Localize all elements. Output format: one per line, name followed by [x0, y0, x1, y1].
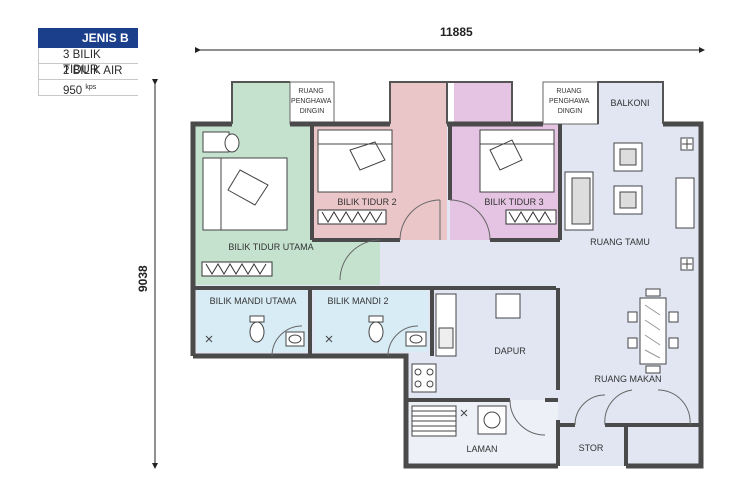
wardrobe-icon	[317, 209, 387, 225]
plant-icon	[680, 257, 694, 271]
ac-ledge-2-line-1: RUANG	[556, 88, 581, 95]
dining-table-icon	[627, 288, 679, 374]
unit-type-title: JENIS B	[38, 28, 138, 48]
armchair-icon	[613, 142, 643, 172]
washing-machine-icon	[477, 405, 507, 435]
ac-ledge-1-line-2: PENGHAWA	[291, 98, 332, 105]
width-dimension: 11885	[195, 25, 705, 53]
bathroom-count: 2 BILIK AIR	[38, 64, 138, 80]
master-bedroom-label: BILIK TIDUR UTAMA	[228, 242, 313, 252]
kitchen-label: DAPUR	[494, 346, 526, 356]
bedroom-2-window-bay	[390, 82, 447, 124]
bed-icon	[479, 129, 555, 193]
ac-ledge-2	[542, 81, 599, 125]
floor-area-value: 950	[63, 84, 83, 97]
yard-label: LAMAN	[466, 444, 497, 454]
plant-icon	[680, 137, 694, 151]
balcony-area	[598, 82, 663, 124]
tv-console-icon	[675, 177, 695, 229]
toilet-icon	[202, 131, 240, 153]
bed-icon	[202, 157, 288, 231]
interior-walls	[193, 124, 701, 466]
fridge-icon	[495, 293, 521, 319]
basin-icon	[405, 331, 427, 347]
toilet-icon	[249, 315, 265, 343]
door-swings	[271, 199, 691, 436]
dining-label: RUANG MAKAN	[594, 374, 661, 384]
balcony-label: BALKONI	[610, 98, 649, 108]
ac-ledge-1-line-3: DINGIN	[300, 108, 325, 115]
shower-icon	[205, 335, 468, 417]
living-room-label: RUANG TAMU	[590, 237, 650, 247]
width-dimension-label: 11885	[440, 25, 473, 39]
wardrobe-icon	[505, 209, 557, 225]
ac-ledge-1-line-1: RUANG	[298, 88, 323, 95]
window-bays	[231, 81, 664, 124]
stove-icon	[411, 363, 437, 393]
master-bedroom-window-bay	[232, 82, 290, 124]
armchair-icon	[613, 185, 643, 215]
toilet-icon	[368, 315, 384, 343]
bed-icon	[317, 129, 393, 193]
bedroom-count: 3 BILIK TIDUR	[38, 48, 138, 76]
ac-ledge-2-line-3: DINGIN	[558, 108, 583, 115]
depth-dimension-label: 9038	[136, 265, 150, 292]
ac-ledge-2-line-2: PENGHAWA	[549, 98, 590, 105]
floor-area-unit: kps	[85, 84, 97, 91]
sofa-icon	[564, 171, 594, 231]
store-area	[558, 425, 626, 466]
basin-icon	[285, 331, 305, 347]
ac-ledge-1-label: RUANG PENGHAWA DINGIN	[291, 88, 333, 115]
sink-icon	[435, 293, 457, 357]
unit-info-box: JENIS B 3 BILIK TIDUR 2 BILIK AIR 950 kp…	[38, 28, 138, 97]
bedroom-2-label: BILIK TIDUR 2	[337, 197, 396, 207]
floor-area: 950 kps	[38, 80, 138, 97]
ac-ledge-1	[289, 81, 335, 125]
store-label: STOR	[579, 443, 604, 453]
bath-2-label: BILIK MANDI 2	[327, 296, 388, 306]
ac-ledge-2-label: RUANG PENGHAWA DINGIN	[549, 88, 591, 115]
stairs-icon	[411, 405, 457, 437]
master-bath-label: BILIK MANDI UTAMA	[210, 296, 297, 306]
bedroom-3-window-bay	[454, 82, 512, 124]
wardrobe-icon	[201, 261, 273, 277]
exterior-walls	[190, 121, 704, 469]
depth-dimension: 9038	[136, 79, 158, 469]
bedroom-3-label: BILIK TIDUR 3	[484, 197, 543, 207]
